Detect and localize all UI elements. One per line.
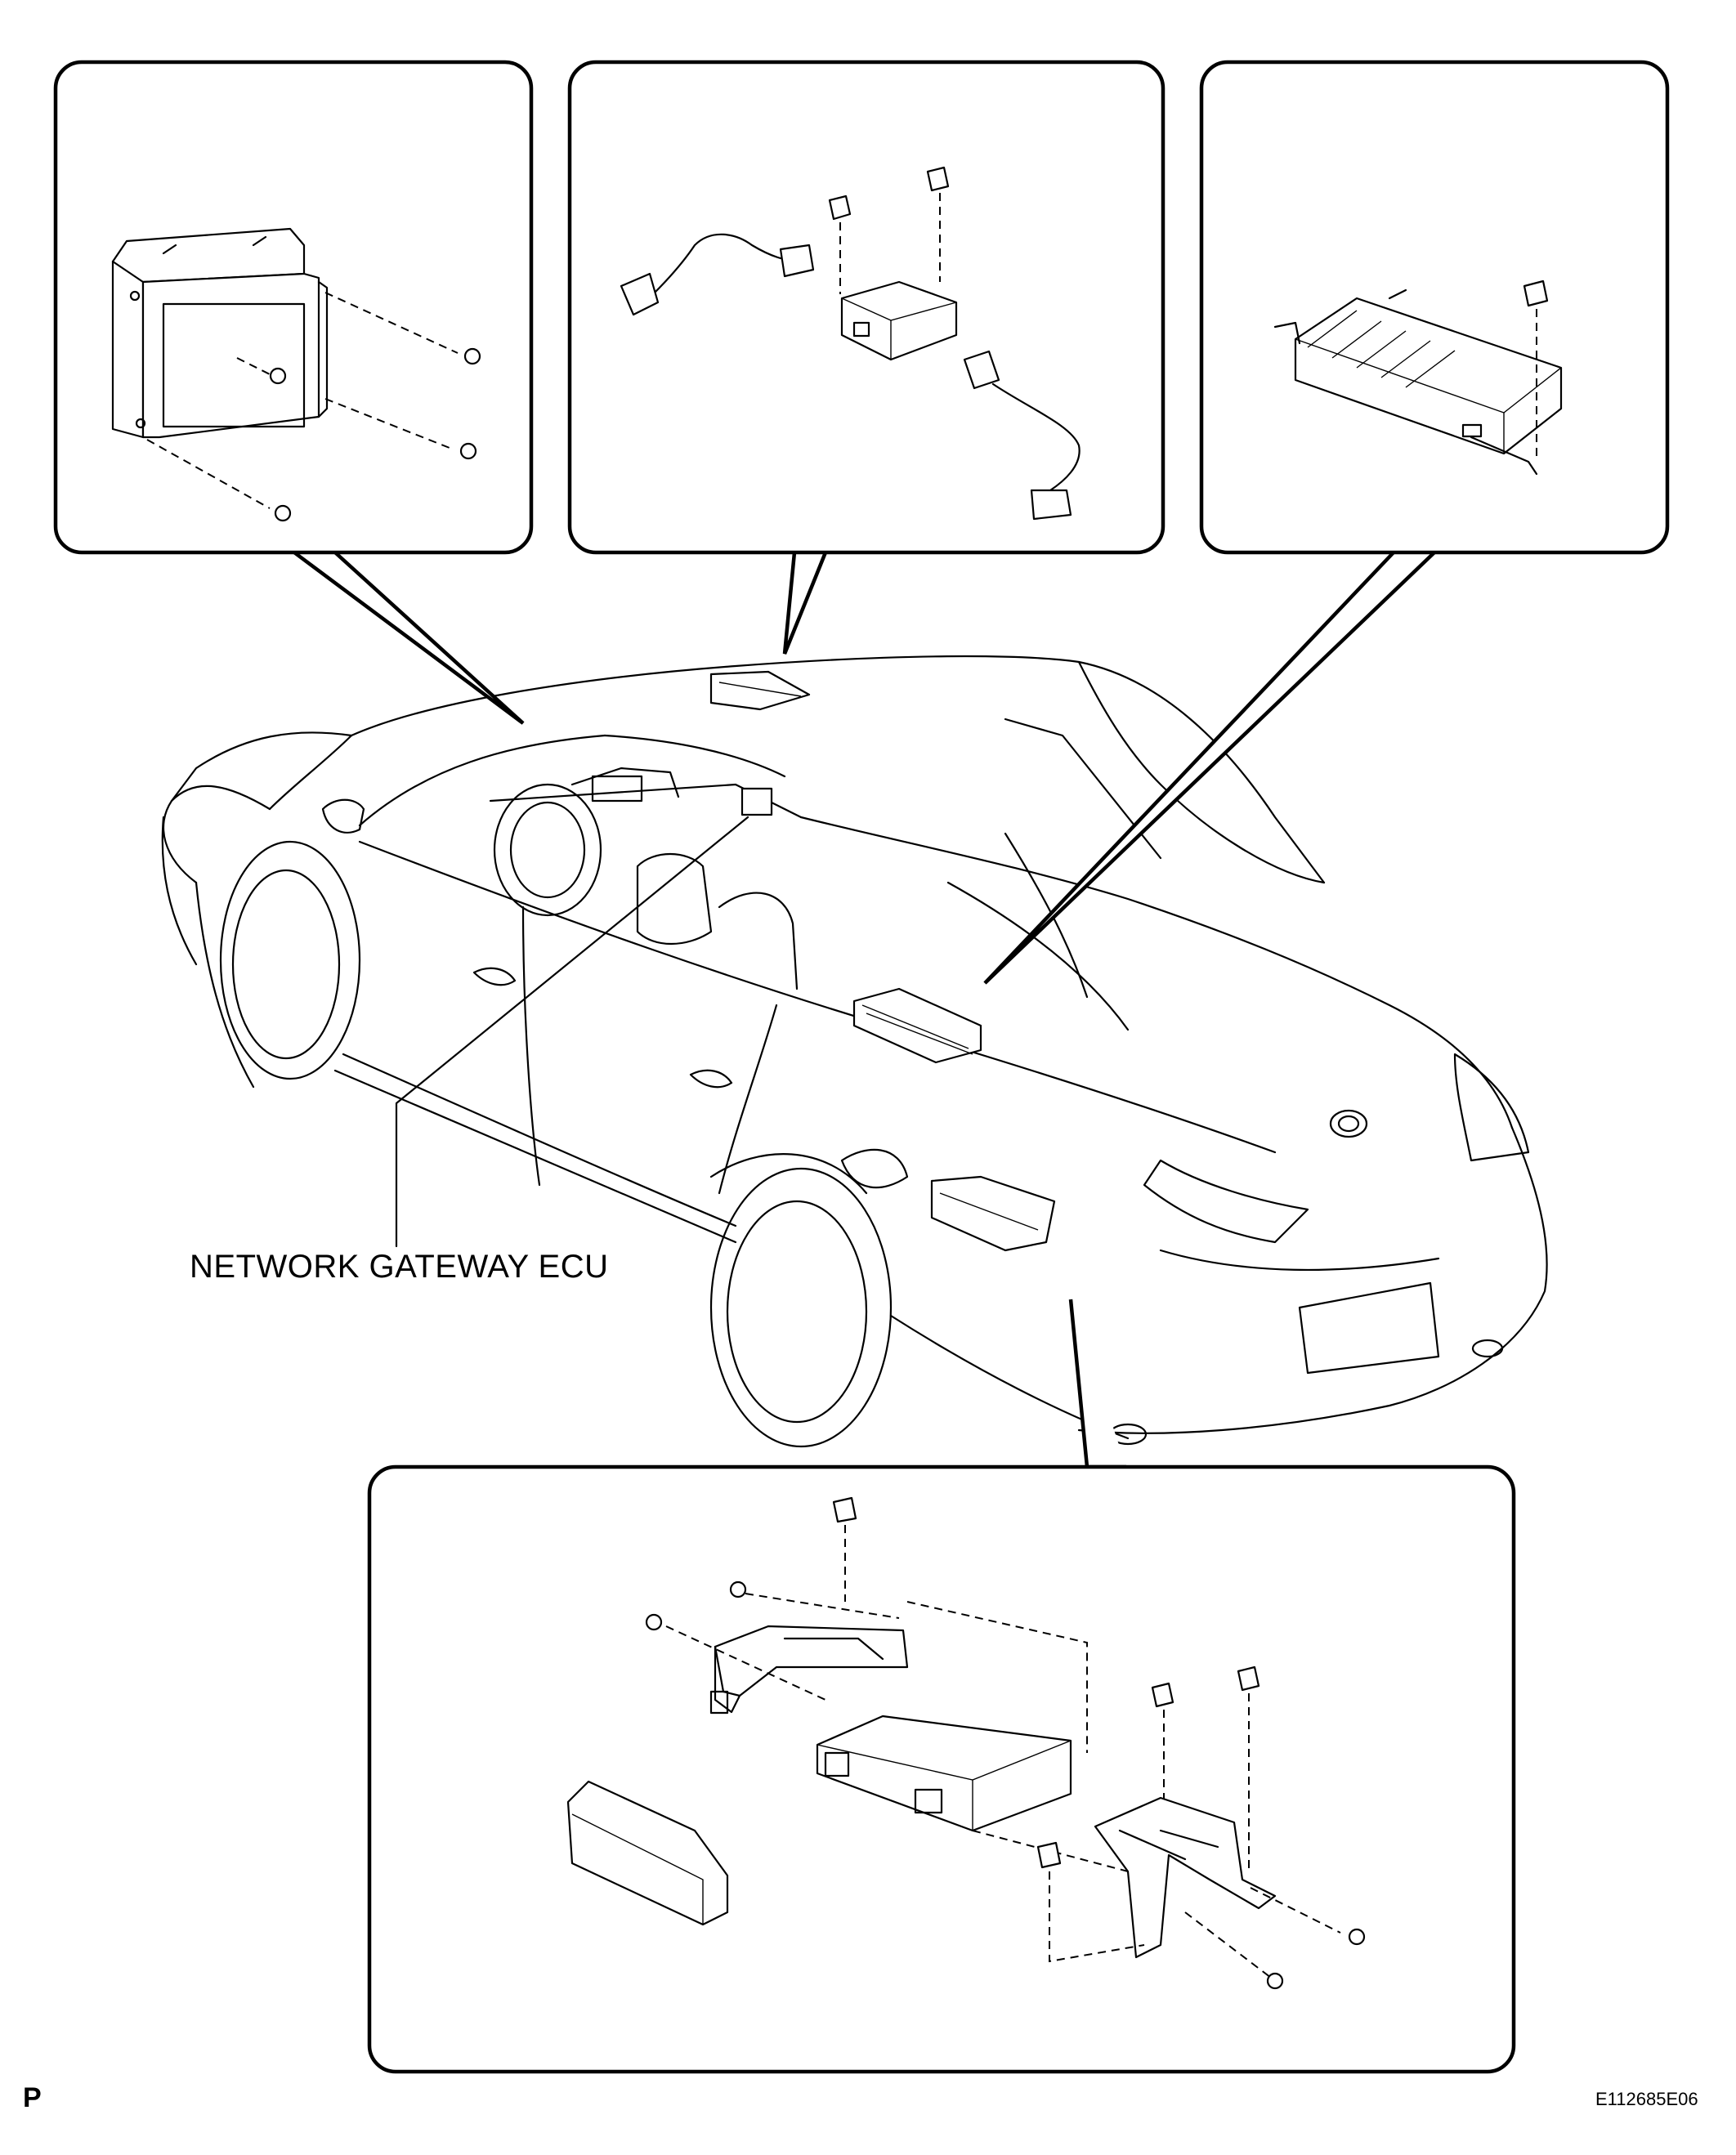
- page-letter: P: [23, 2082, 42, 2113]
- detail-box-overhead-module: [567, 60, 1166, 555]
- vehicle-illustration: [161, 655, 1548, 1448]
- figure-code: E112685E06: [1595, 2089, 1698, 2109]
- network-gateway-ecu-label: NETWORK GATEWAY ECU: [190, 1249, 609, 1285]
- detail-box-lower-module: [367, 1464, 1516, 2074]
- detail-box-amplifier: [1199, 60, 1670, 555]
- detail-box-display-unit: [53, 60, 534, 555]
- installed-components: [709, 670, 1056, 1252]
